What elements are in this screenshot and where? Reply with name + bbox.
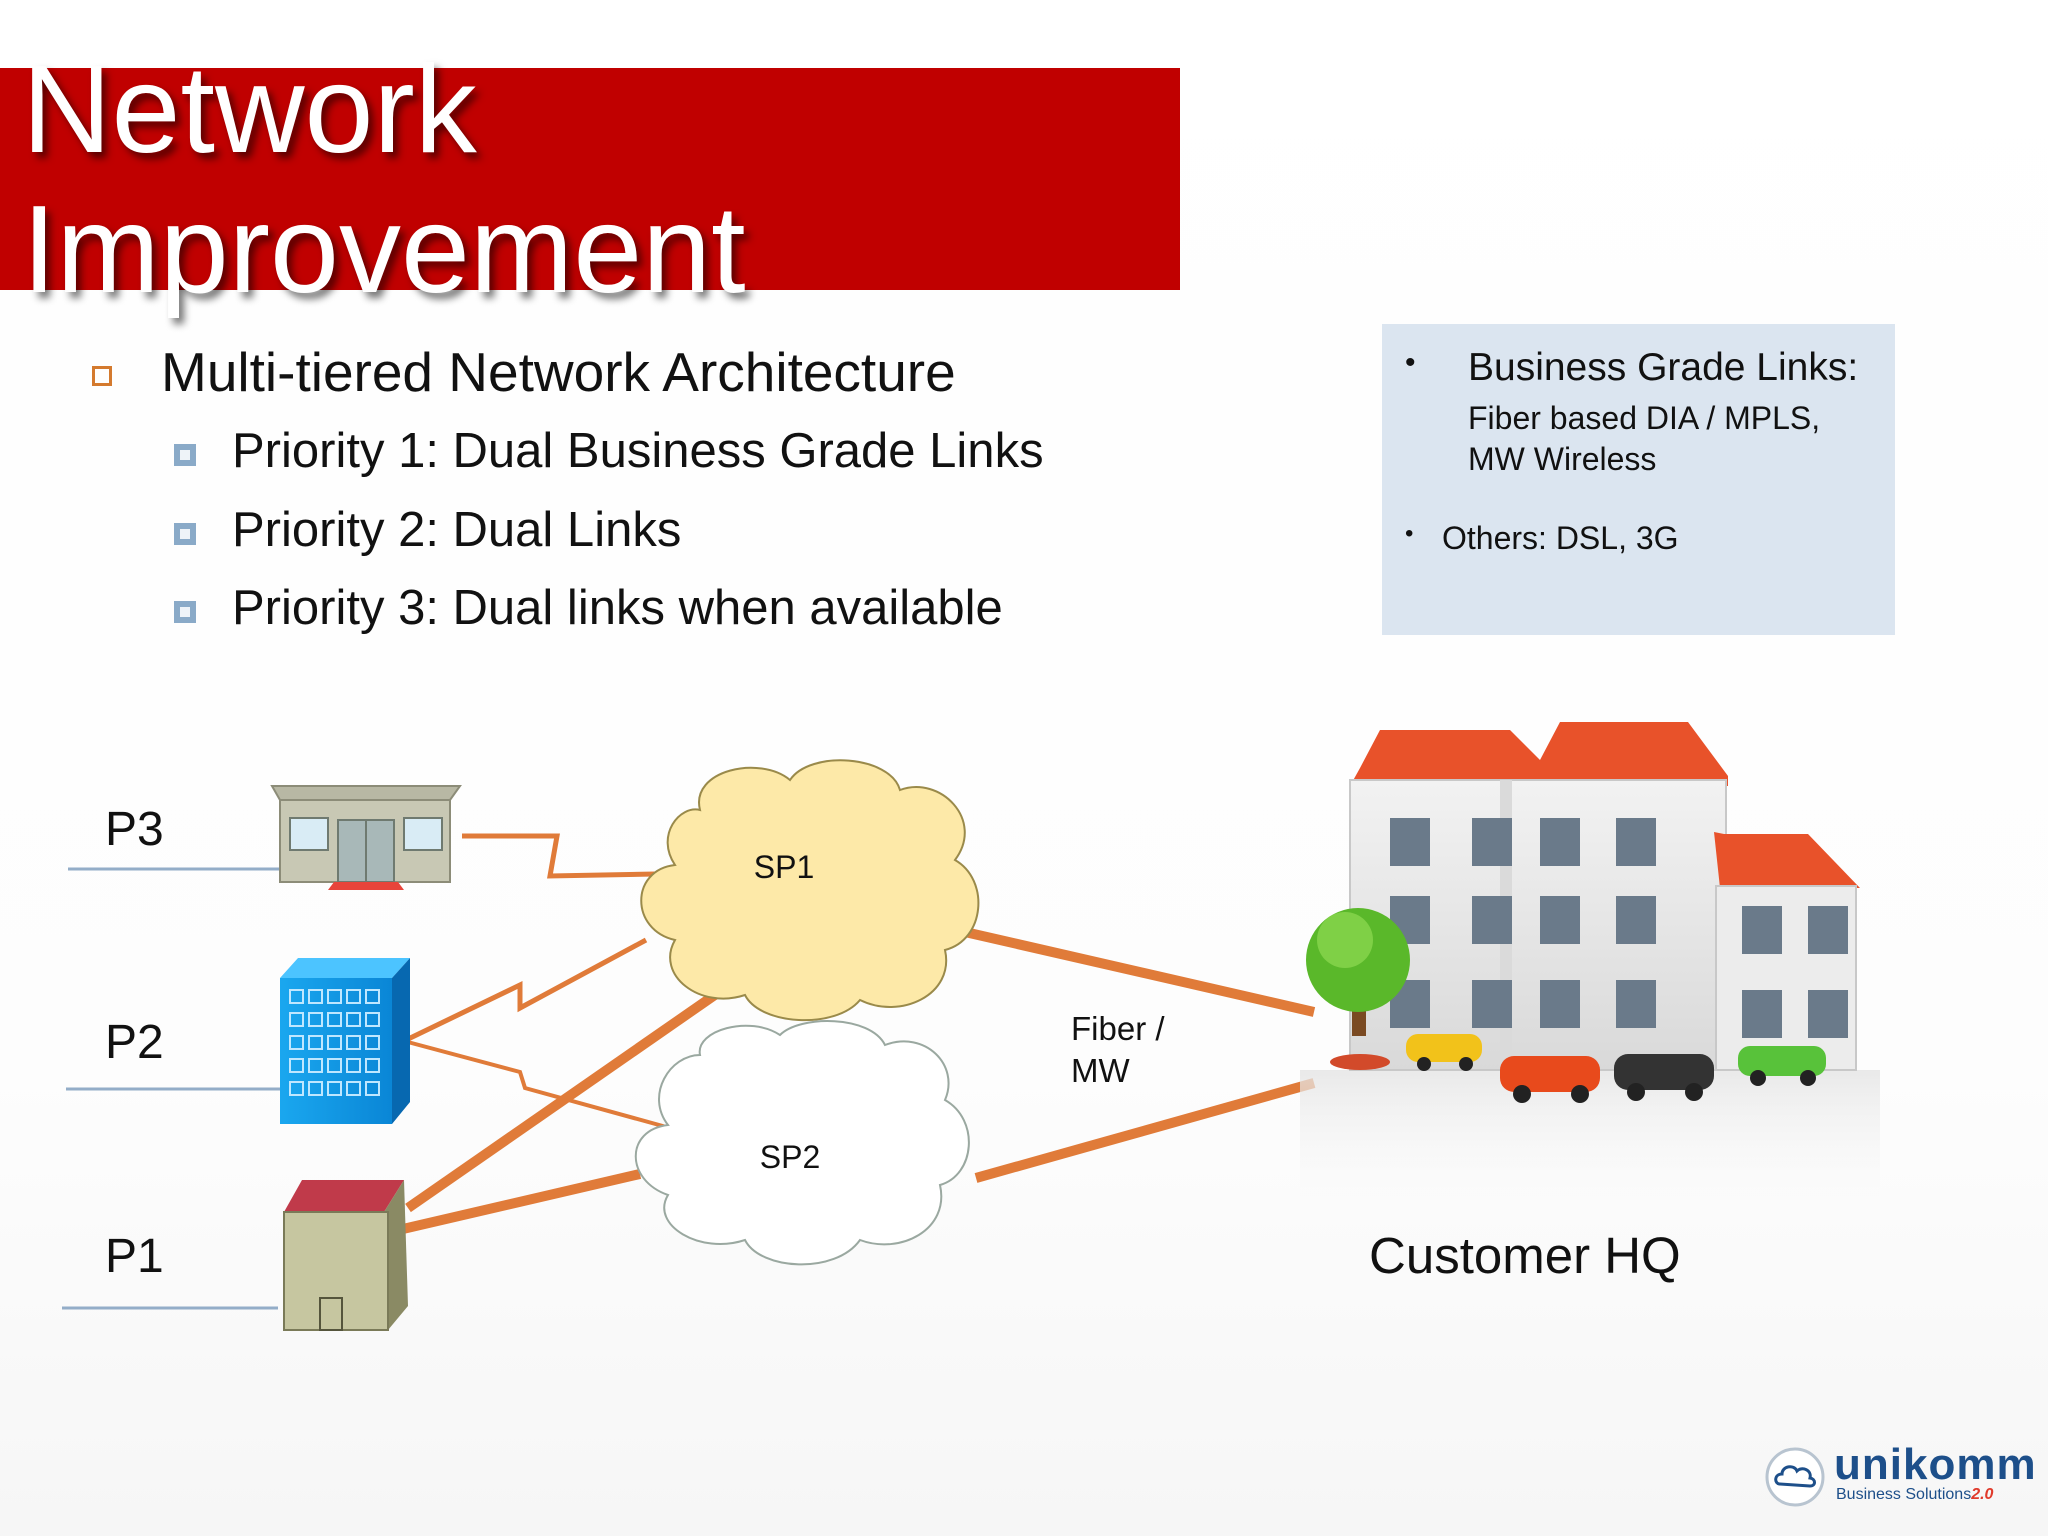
site-label-p2: P2 <box>105 1016 164 1069</box>
p2-sp1-wireless-link <box>402 937 648 1044</box>
window <box>346 1035 361 1050</box>
site-label-p3: P3 <box>105 803 164 856</box>
window <box>365 1035 380 1050</box>
window <box>327 1058 342 1073</box>
fiber-mw-line-1: Fiber / <box>1071 1010 1165 1047</box>
window <box>1742 990 1782 1038</box>
square-bullet-icon <box>92 366 112 386</box>
window <box>1808 906 1848 954</box>
window <box>327 1081 342 1096</box>
window <box>1390 818 1430 866</box>
window <box>1616 818 1656 866</box>
window <box>308 1035 323 1050</box>
fiber-mw-line-2: MW <box>1071 1052 1130 1089</box>
window <box>289 1035 304 1050</box>
slide-title: Network Improvement <box>22 40 746 320</box>
window <box>1540 980 1580 1028</box>
cloud-label-sp2: SP2 <box>760 1139 820 1175</box>
window <box>365 1058 380 1073</box>
window <box>308 1012 323 1027</box>
square-bullet-icon <box>174 601 196 623</box>
main-bullet-text: Multi-tiered Network Architecture <box>161 341 956 403</box>
window <box>1540 818 1580 866</box>
cloud-label-sp1: SP1 <box>754 849 814 885</box>
business-grade-line-2: MW Wireless <box>1468 441 1657 477</box>
customer-hq-building-icon <box>1300 722 1880 1230</box>
business-grade-line-1: Fiber based DIA / MPLS, <box>1468 400 1821 436</box>
window <box>327 1012 342 1027</box>
window <box>346 1058 361 1073</box>
logo-brand-text: unikomm <box>1834 1440 2037 1489</box>
window <box>365 1081 380 1096</box>
others-item: Others: DSL, 3G <box>1442 520 1679 556</box>
window <box>1808 990 1848 1038</box>
window <box>346 989 361 1004</box>
sp2-hq-link <box>974 1078 1316 1183</box>
sp1-hq-link <box>963 927 1316 1017</box>
p1-sp1-link <box>405 969 748 1213</box>
window <box>1540 896 1580 944</box>
site-label-p1: P1 <box>105 1230 164 1283</box>
window <box>1616 980 1656 1028</box>
window <box>289 1058 304 1073</box>
p1-brick-building-icon <box>283 1180 408 1331</box>
title-bar <box>0 68 1180 290</box>
connection-links <box>388 833 1316 1237</box>
window <box>308 1081 323 1096</box>
window <box>346 1081 361 1096</box>
square-bullet-icon <box>174 444 196 466</box>
logo-tagline-text: Business Solutions <box>1836 1486 1972 1503</box>
window <box>289 1012 304 1027</box>
sp2-cloud-icon <box>634 1020 970 1266</box>
square-bullet-icon <box>174 523 196 545</box>
sub-bullet-text: Priority 2: Dual Links <box>232 503 682 557</box>
window <box>308 1058 323 1073</box>
title-line-1: Network <box>22 41 477 179</box>
window <box>308 989 323 1004</box>
window <box>1742 906 1782 954</box>
window <box>365 1012 380 1027</box>
unikomm-cloud-icon <box>1765 1447 1825 1507</box>
business-grade-heading: Business Grade Links: <box>1468 346 1859 389</box>
window <box>327 1035 342 1050</box>
customer-hq-label: Customer HQ <box>1369 1227 1681 1284</box>
window <box>289 989 304 1004</box>
p2-sp2-wireless-link <box>403 1039 671 1130</box>
title-line-2: Improvement <box>22 181 746 319</box>
link-types-box: • Business Grade Links: Fiber based DIA … <box>1382 324 1895 635</box>
window <box>327 989 342 1004</box>
window <box>1472 818 1512 866</box>
bullet-dot-icon: • <box>1405 520 1414 547</box>
p2-office-tower-icon <box>280 958 410 1124</box>
p3-sp1-wireless-link <box>462 833 656 879</box>
logo-tagline: Business Solutions2.0 <box>1836 1486 1993 1504</box>
window <box>289 1081 304 1096</box>
bullet-dot-icon: • <box>1405 346 1416 379</box>
window <box>346 1012 361 1027</box>
window <box>1472 896 1512 944</box>
unikomm-logo: unikomm Business Solutions2.0 <box>1764 1440 2036 1516</box>
sp1-cloud-icon <box>640 759 980 1022</box>
p3-store-building-icon <box>270 785 462 890</box>
window <box>365 989 380 1004</box>
p1-sp2-link <box>388 1169 642 1237</box>
logo-version: 2.0 <box>1971 1486 1994 1503</box>
fiber-mw-label: Fiber / MW <box>1071 1008 1165 1092</box>
sub-bullet-text: Priority 3: Dual links when available <box>232 581 1003 635</box>
window <box>1616 896 1656 944</box>
sub-bullet-text: Priority 1: Dual Business Grade Links <box>232 424 1044 478</box>
window <box>1472 980 1512 1028</box>
